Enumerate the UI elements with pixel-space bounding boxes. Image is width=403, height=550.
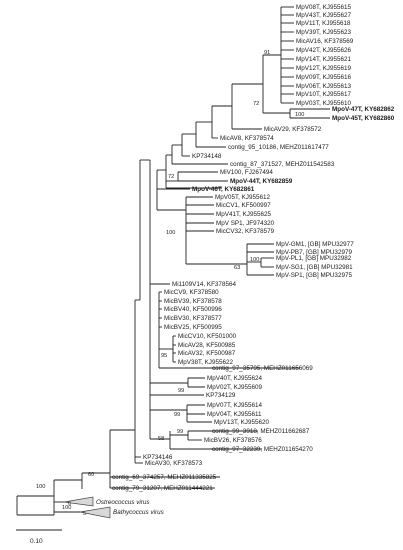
taxon-label: contig_79_31207, MEHZ011444221	[112, 485, 213, 492]
taxon-label: Bathycoccus virus	[113, 509, 165, 516]
bootstrap-value: 100	[36, 484, 45, 490]
taxon-label: MpV13T, KJ955620	[214, 419, 269, 426]
taxon-label: MicCV9, KF378580	[164, 289, 219, 296]
taxon-label: contig_99_3918, MEHZ011662687	[212, 428, 310, 435]
ostreococcus-collapsed-clade	[63, 496, 94, 507]
taxon-label: MpV02T, KJ955609	[207, 384, 262, 391]
taxon-label: MpV06T, KJ955613	[296, 83, 351, 90]
taxon-label: MpV05T, KJ955612	[215, 194, 270, 201]
taxon-label: MpV39T, KJ955623	[296, 29, 351, 36]
taxon-label: MicCV10, KF501000	[178, 333, 237, 340]
taxon-label: MicAV29, KF378572	[264, 126, 322, 133]
taxon-label: contig_95_10186, MEHZ011617477	[228, 144, 329, 151]
taxon-label: MicAV8, KF378574	[220, 135, 274, 142]
bootstrap-value: 99	[174, 412, 180, 418]
taxon-label: MpV10T, KJ955617	[296, 91, 351, 98]
taxon-label: MpV08T, KJ955615	[296, 4, 351, 11]
bootstrap-values: 91 72 100 72 100 100 63 95 99 99 99 58 6…	[36, 50, 304, 511]
taxon-label: MpV40T, KJ955624	[207, 375, 262, 382]
taxon-label: KP734146	[143, 454, 173, 461]
taxon-label: MpV-SP1, [GB] MPU32975	[276, 272, 352, 279]
taxon-label: MpV-SG1, [GB] MPU32981	[276, 264, 353, 271]
taxon-label: MpV11T, KJ955618	[296, 20, 351, 27]
bootstrap-value: 100	[295, 112, 304, 118]
bootstrap-value: 72	[168, 174, 174, 180]
bootstrap-value: 63	[234, 265, 240, 271]
taxon-label: Ostreococcus virus	[96, 499, 150, 506]
taxon-label: MpoV-45T, KY682860	[332, 115, 395, 122]
taxon-label: MpV14T, KJ955621	[296, 56, 351, 63]
taxon-label: MpoV-44T, KY682859	[230, 178, 293, 185]
bootstrap-value: 99	[177, 429, 183, 435]
taxon-label: MicBV30, KF378577	[164, 315, 222, 322]
bootstrap-value: 91	[264, 50, 270, 56]
scale-bar-label: 0.10	[30, 538, 43, 545]
taxon-label: MpoV-47T, KY682862	[332, 106, 395, 113]
taxon-label: contig_97_35795, MEHZ011656069	[212, 365, 313, 372]
taxon-label: MpV38T, KJ955622	[178, 359, 233, 366]
taxon-label: MpV-PL1, [GB] MPU32982	[276, 255, 352, 262]
ostreococcus-count: 6	[68, 501, 71, 507]
bootstrap-value: 58	[158, 436, 164, 442]
taxon-label: MpV-GM1, [GB] MPU32977	[276, 241, 354, 248]
taxon-label: contig_69_374257, MEHZ011335825	[112, 474, 217, 481]
taxon-label: MicBV39, KF378578	[164, 298, 222, 305]
bathycoccus-count: 5	[83, 511, 86, 517]
taxon-label: KP734129	[206, 392, 236, 399]
bootstrap-value: 72	[253, 101, 259, 107]
bootstrap-value: 100	[62, 505, 71, 511]
bootstrap-value: 60	[88, 472, 94, 478]
taxon-label: contig_87_371527, MEHZ011542583	[230, 161, 335, 168]
taxon-label: MpV42T, KJ955626	[296, 47, 351, 54]
taxon-label: MiV100, FJ267494	[220, 169, 273, 176]
bootstrap-value: 100	[166, 230, 175, 236]
taxon-label: MicBV40, KF500996	[164, 306, 222, 313]
bootstrap-value: 99	[178, 388, 184, 394]
taxon-label: MpoV-46T, KY682861	[192, 186, 255, 193]
taxon-label: MpV41T, KJ955625	[216, 211, 271, 218]
taxon-label: MicAV30, KF378573	[145, 460, 203, 467]
tree-branches	[16, 6, 330, 516]
taxon-label: Mi1109V14, KF378564	[172, 281, 236, 288]
taxon-label: MpV04T, KJ955611	[207, 411, 262, 418]
bootstrap-value: 95	[161, 353, 167, 359]
taxon-label: MicAV16, KF378569	[296, 38, 354, 45]
taxon-label: MpV03T, KJ955610	[296, 100, 351, 107]
taxon-label: KP734148	[192, 153, 222, 160]
taxon-label: MpV SP1, JF974320	[216, 220, 275, 227]
taxon-label: MpV07T, KJ955614	[207, 402, 262, 409]
taxon-label: MicBV26, KF378576	[204, 437, 262, 444]
taxon-label: contig_97_32239, MEHZ011654270	[212, 446, 313, 453]
taxon-label: MicAV28, KF500985	[178, 342, 236, 349]
taxon-labels: MpV08T, KJ955615 MpV43T, KJ955627 MpV11T…	[96, 4, 395, 516]
taxon-label: MicBV25, KF500995	[164, 324, 222, 331]
taxon-label: MicCV32, KF378579	[216, 228, 275, 235]
taxon-label: MpV09T, KJ955616	[296, 74, 351, 81]
taxon-label: MpV43T, KJ955627	[296, 12, 351, 19]
taxon-label: MpV12T, KJ955619	[296, 65, 351, 72]
taxon-label: MpV-PB7, [GB] MPU32979	[276, 249, 352, 256]
bathycoccus-collapsed-clade	[79, 506, 111, 519]
bootstrap-value: 100	[250, 257, 259, 263]
taxon-label: MicAV32, KF500987	[178, 350, 236, 357]
scale-bar: 0.10	[16, 529, 62, 545]
taxon-label: MicCV1, KF500997	[216, 202, 271, 209]
